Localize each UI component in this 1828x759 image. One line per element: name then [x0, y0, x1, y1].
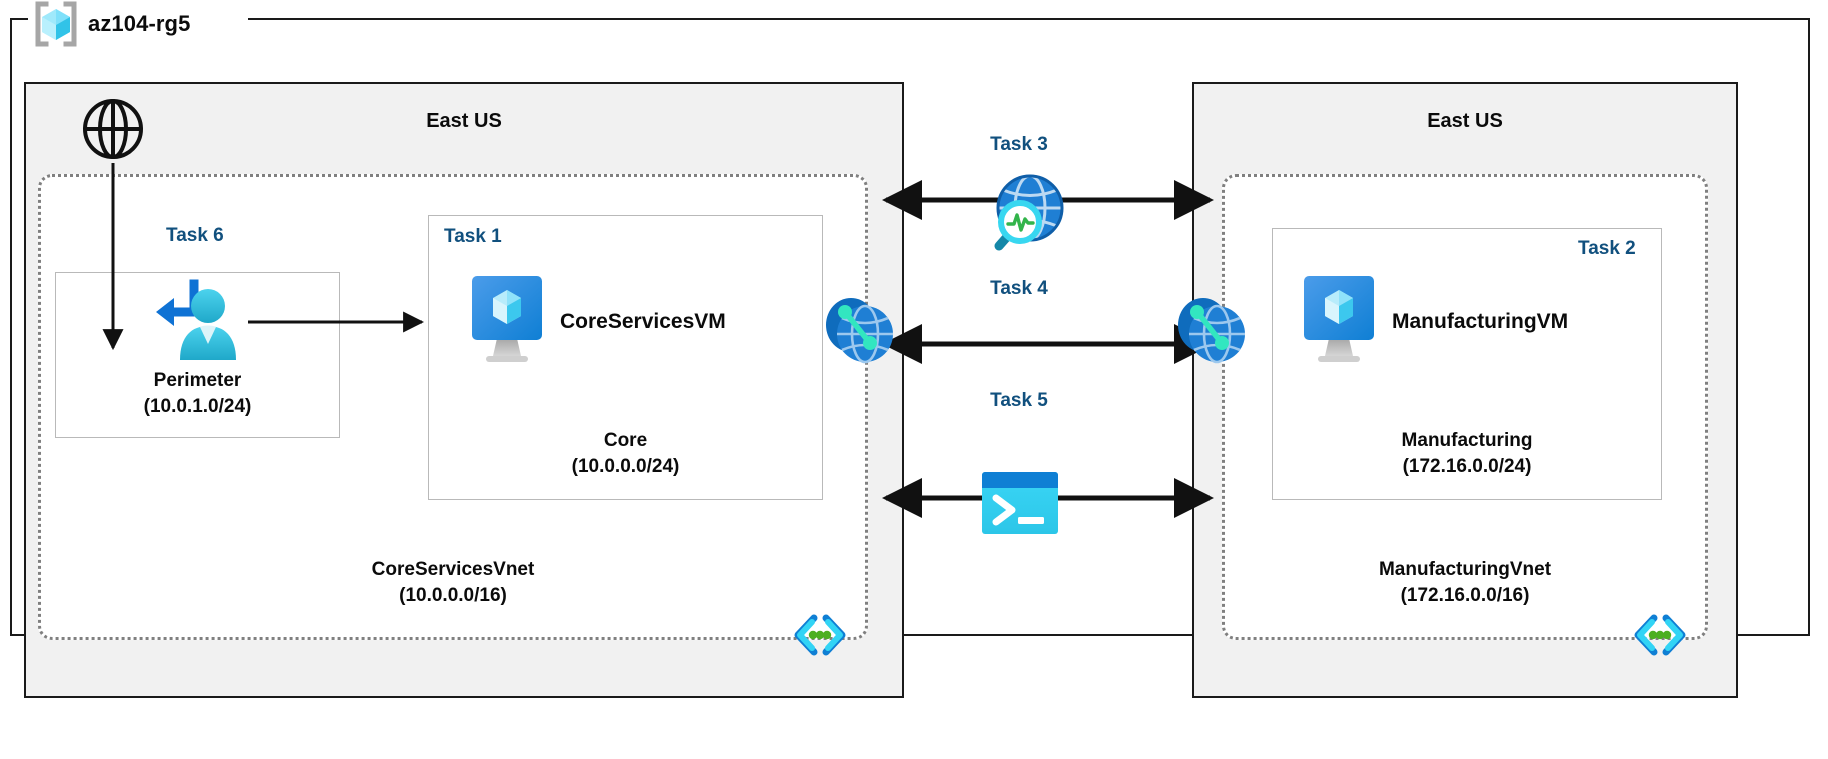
resource-group-title-gap	[28, 8, 248, 30]
virtual-machine-icon	[468, 272, 546, 371]
task-label-5: Task 5	[990, 390, 1048, 411]
globe-icon	[80, 96, 146, 167]
resource-group-icon	[30, 1, 82, 47]
vnet-icon	[790, 608, 850, 667]
task-label-6: Task 6	[166, 225, 224, 246]
subnet-manufacturing-name: Manufacturing	[1401, 430, 1533, 451]
vm-core-services-name: CoreServicesVM	[560, 309, 726, 333]
vnet-core-name: CoreServicesVnet	[371, 559, 535, 580]
network-watcher-icon	[975, 170, 1071, 265]
resource-group-header: az104-rg5	[30, 1, 191, 47]
task-label-3: Task 3	[990, 134, 1048, 155]
vnet-peering-icon	[820, 292, 900, 373]
vnet-manufacturing-name: ManufacturingVnet	[1378, 559, 1552, 580]
user-inbound-icon	[148, 278, 244, 369]
subnet-perimeter-cidr: (10.0.1.0/24)	[143, 395, 252, 417]
vm-manufacturing: ManufacturingVM	[1300, 272, 1568, 371]
task-label-1: Task 1	[444, 226, 502, 247]
vm-manufacturing-name: ManufacturingVM	[1392, 309, 1569, 333]
region-label-left: East US	[426, 110, 502, 132]
region-label-right: East US	[1427, 110, 1503, 132]
subnet-manufacturing	[1272, 228, 1662, 500]
subnet-core-name: Core	[603, 430, 648, 451]
task-label-2: Task 2	[1578, 238, 1636, 259]
subnet-core-cidr: (10.0.0.0/24)	[571, 455, 680, 477]
subnet-core	[428, 215, 823, 500]
resource-group-frame	[10, 18, 1810, 636]
vm-core-services: CoreServicesVM	[468, 272, 726, 371]
vnet-icon	[1630, 608, 1690, 667]
vnet-core-cidr: (10.0.0.0/16)	[399, 584, 507, 606]
vnet-manufacturing-cidr: (172.16.0.0/16)	[1400, 584, 1530, 606]
virtual-machine-icon	[1300, 272, 1378, 371]
vnet-peering-icon	[1172, 292, 1252, 373]
cloud-shell-icon	[978, 468, 1062, 543]
subnet-manufacturing-cidr: (172.16.0.0/24)	[1402, 455, 1532, 477]
resource-group-name: az104-rg5	[88, 11, 191, 36]
subnet-perimeter-name: Perimeter	[153, 370, 242, 391]
task-label-4: Task 4	[990, 278, 1048, 299]
